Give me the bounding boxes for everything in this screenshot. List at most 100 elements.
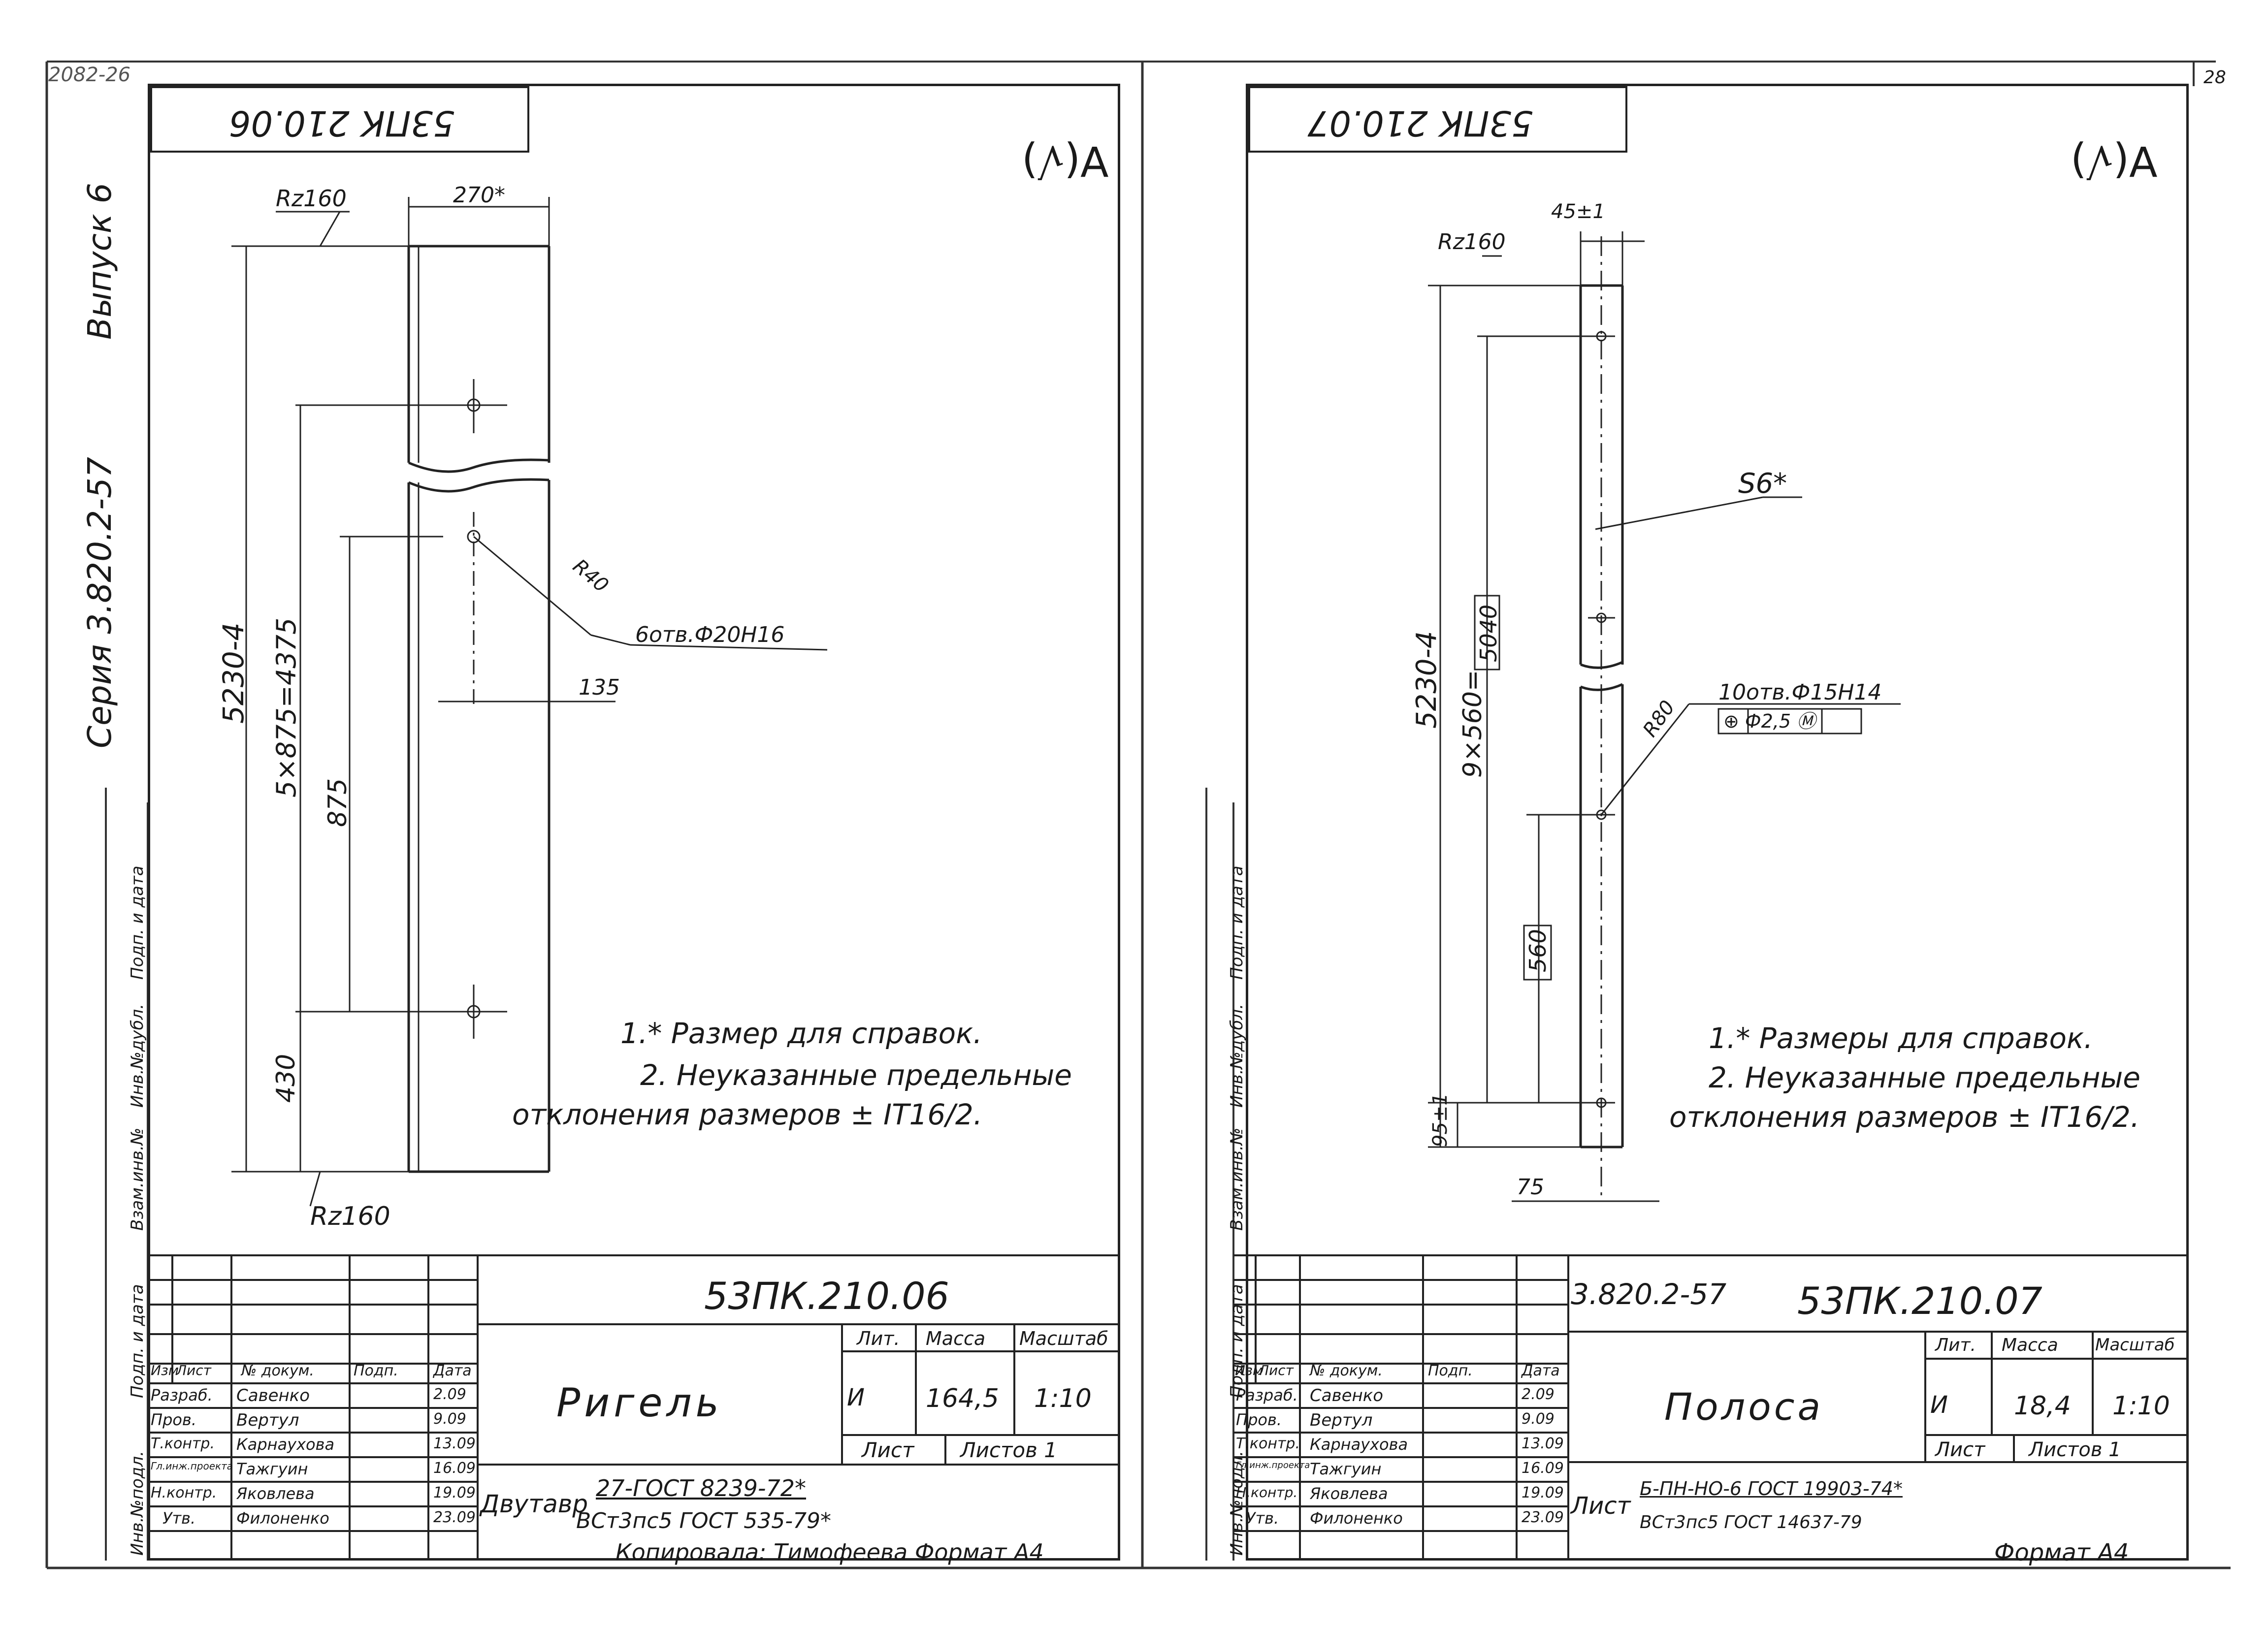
dim-holes: 10отв.Ф15Н14 bbox=[1718, 680, 1882, 705]
row-person: Карнаухова bbox=[236, 1435, 335, 1454]
corner-stamp: 2082-26 bbox=[48, 64, 131, 86]
dim-rz-bottom: Rz160 bbox=[310, 1202, 390, 1231]
row-role: Утв. bbox=[162, 1509, 196, 1528]
note-3: отклонения размеров ± IT16/2. bbox=[1669, 1100, 2140, 1134]
lit-value: И bbox=[847, 1384, 865, 1411]
scale-value: 1:10 bbox=[1034, 1384, 1092, 1413]
mass-label: Масса bbox=[2002, 1335, 2058, 1355]
row-person: Савенко bbox=[236, 1386, 310, 1405]
note-1: 1.* Размер для справок. bbox=[620, 1017, 982, 1050]
material-top: 27-ГОСТ 8239-72* bbox=[596, 1475, 807, 1501]
dim-width-top: 45±1 bbox=[1551, 200, 1605, 223]
header-cell: Подп. bbox=[1428, 1362, 1473, 1379]
header-cell: Лист bbox=[176, 1362, 211, 1378]
mass-label: Масса bbox=[926, 1328, 986, 1349]
row-role: Т.контр. bbox=[1236, 1435, 1300, 1452]
row-person: Вертул bbox=[236, 1410, 299, 1430]
row-person: Филоненко bbox=[236, 1509, 329, 1528]
row-person: Тажгуин bbox=[1310, 1460, 1382, 1478]
row-role: Т.контр. bbox=[151, 1435, 215, 1452]
material-bottom: ВСт3пс5 ГОСТ 14637-79 bbox=[1640, 1512, 1862, 1532]
row-person: Савенко bbox=[1310, 1386, 1384, 1405]
sheet-label: Лист bbox=[1935, 1438, 1985, 1461]
row-date: 9.09 bbox=[433, 1410, 466, 1428]
row-person: Филоненко bbox=[1310, 1509, 1403, 1528]
header-cell: № докум. bbox=[241, 1362, 314, 1379]
sheets-label: Листов 1 bbox=[960, 1438, 1057, 1462]
dim-edge-offset: 75 bbox=[1517, 1175, 1544, 1200]
note-1: 1.* Размеры для справок. bbox=[1709, 1021, 2093, 1055]
code-box bbox=[1248, 86, 1627, 153]
row-role: Разраб. bbox=[1236, 1386, 1298, 1405]
header-cell: Изм bbox=[151, 1362, 179, 1378]
row-role: Гл.инж.проекта bbox=[151, 1460, 233, 1472]
material-prefix: Двутавр bbox=[480, 1490, 588, 1518]
row-role: Пров. bbox=[151, 1410, 196, 1429]
header-cell: № докум. bbox=[1310, 1362, 1383, 1379]
lit-value: И bbox=[1930, 1391, 1948, 1419]
dim-rz-top: Rz160 bbox=[1438, 229, 1506, 255]
row-role: Н.контр. bbox=[1236, 1484, 1298, 1500]
row-date: 23.09 bbox=[433, 1509, 476, 1526]
row-date: 2.09 bbox=[433, 1386, 466, 1403]
row-role: Пров. bbox=[1236, 1410, 1282, 1429]
footer-right: Формат А4 bbox=[1994, 1539, 2129, 1566]
series-code: 3.820.2-57 bbox=[1571, 1277, 1727, 1311]
dim-holes: 6отв.Ф20Н16 bbox=[635, 622, 785, 647]
row-person: Яковлева bbox=[1310, 1484, 1388, 1503]
dim-edge-offset: 135 bbox=[579, 675, 620, 700]
row-date: 13.09 bbox=[1522, 1435, 1564, 1452]
row-date: 23.09 bbox=[1522, 1509, 1564, 1526]
material-top: Б-ПН-НО-6 ГОСТ 19903-74* bbox=[1640, 1478, 1903, 1500]
header-cell: Лист bbox=[1259, 1362, 1294, 1378]
drawing-sheet-right: 53ПК 210.07 ∀(√) bbox=[1246, 84, 2189, 1561]
row-date: 13.09 bbox=[433, 1435, 476, 1452]
note-3: отклонения размеров ± IT16/2. bbox=[512, 1098, 983, 1131]
note-2: 2. Неуказанные предельные bbox=[1709, 1061, 2140, 1094]
scale-value: 1:10 bbox=[2112, 1391, 2170, 1421]
position-tolerance: ⊕ Ф2,5 Ⓜ bbox=[1723, 710, 1816, 732]
row-role: Разраб. bbox=[151, 1386, 213, 1405]
row-date: 16.09 bbox=[433, 1460, 476, 1477]
row-role: Н.контр. bbox=[151, 1484, 217, 1501]
note-2: 2. Неуказанные предельные bbox=[640, 1058, 1072, 1092]
header-cell: Изм bbox=[1235, 1362, 1263, 1378]
dim-width-top: 270* bbox=[453, 183, 505, 208]
row-date: 9.09 bbox=[1522, 1410, 1555, 1428]
header-cell: Подп. bbox=[354, 1362, 398, 1379]
row-role: Гл.инж.проекта bbox=[1236, 1460, 1310, 1470]
row-person: Тажгуин bbox=[236, 1460, 308, 1478]
designation: 53ПК.210.07 bbox=[1797, 1279, 2042, 1323]
part-name: Ригель bbox=[556, 1380, 723, 1426]
header-cell: Дата bbox=[1522, 1362, 1560, 1379]
row-role: Утв. bbox=[1246, 1509, 1279, 1528]
row-person: Вертул bbox=[1310, 1410, 1373, 1430]
sheet-label: Лист bbox=[862, 1438, 914, 1462]
drawing-sheet-left: 53ПК 210.06 ∀(√) bbox=[148, 84, 1120, 1561]
part-name: Полоса bbox=[1664, 1385, 1824, 1429]
lit-label: Лит. bbox=[857, 1328, 900, 1349]
scale-label: Масштаб bbox=[1019, 1328, 1108, 1349]
scale-label: Масштаб bbox=[2095, 1335, 2175, 1355]
row-date: 19.09 bbox=[433, 1484, 476, 1501]
sheets-label: Листов 1 bbox=[2029, 1438, 2121, 1461]
material-prefix: Лист bbox=[1571, 1492, 1631, 1520]
material-bottom: ВСт3пс5 ГОСТ 535-79* bbox=[576, 1508, 832, 1533]
mass-value: 18,4 bbox=[2014, 1391, 2071, 1421]
row-date: 16.09 bbox=[1522, 1460, 1564, 1477]
lit-label: Лит. bbox=[1935, 1335, 1976, 1355]
code-box bbox=[150, 86, 529, 153]
designation: 53ПК.210.06 bbox=[704, 1274, 949, 1318]
dim-thickness: S6* bbox=[1738, 468, 1787, 500]
row-date: 19.09 bbox=[1522, 1484, 1564, 1501]
header-cell: Дата bbox=[433, 1362, 472, 1379]
mass-value: 164,5 bbox=[926, 1384, 999, 1413]
dim-rz-top: Rz160 bbox=[276, 185, 347, 212]
row-person: Карнаухова bbox=[1310, 1435, 1408, 1454]
footer-left: Копировала: Тимофеева Формат А4 bbox=[616, 1539, 1044, 1565]
